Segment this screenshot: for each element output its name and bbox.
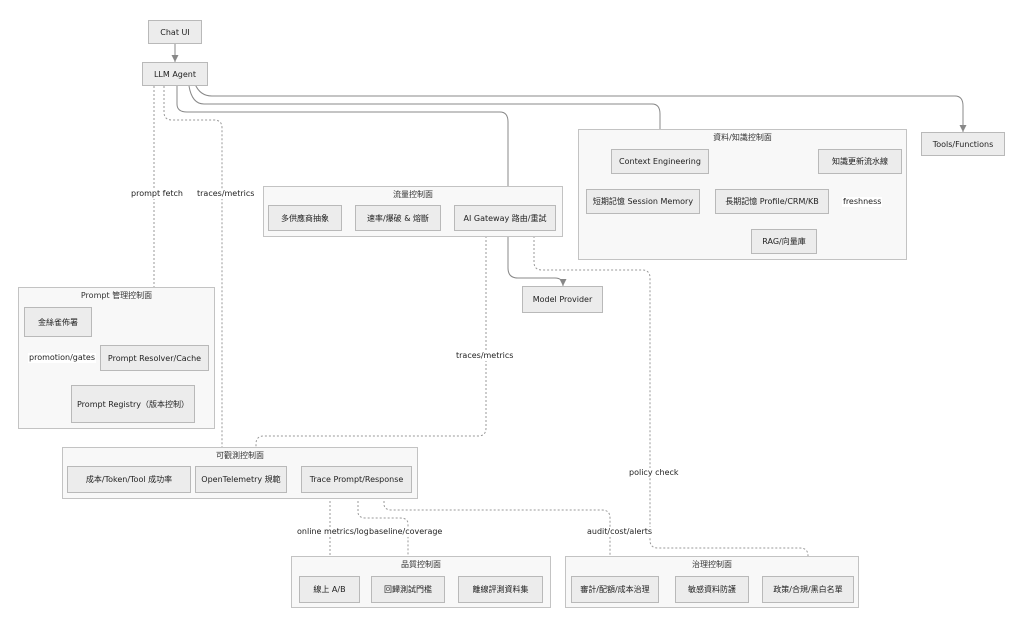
edge-label-traces-metrics: traces/metrics — [196, 189, 256, 199]
node-label: RAG/向量庫 — [762, 237, 806, 246]
node-label: 審計/配額/成本治理 — [580, 585, 650, 594]
node-policy-list[interactable]: 政策/合規/黑白名單 — [762, 576, 854, 603]
node-label: Prompt Registry（版本控制） — [77, 399, 189, 409]
node-label: Tools/Functions — [932, 139, 994, 149]
node-label: 離線評測資料集 — [472, 585, 529, 594]
node-label: 敏感資料防護 — [688, 585, 736, 594]
node-rag[interactable]: RAG/向量庫 — [751, 229, 817, 254]
group-title: 品質控制面 — [401, 560, 441, 569]
node-label: 線上 A/B — [313, 585, 346, 594]
node-label: OpenTelemetry 規範 — [201, 475, 281, 484]
node-chat-ui[interactable]: Chat UI — [148, 20, 202, 44]
node-long-memory[interactable]: 長期記憶 Profile/CRM/KB — [715, 189, 829, 214]
node-cost-metrics[interactable]: 成本/Token/Tool 成功率 — [67, 466, 191, 493]
node-label: 回歸測試門檻 — [384, 585, 432, 594]
edge-agent-otel — [163, 86, 226, 465]
edge-label-freshness: freshness — [842, 197, 883, 207]
edge-label-traces-metrics: traces/metrics — [455, 351, 515, 361]
edge-label-promotion-gates: promotion/gates — [28, 353, 96, 363]
node-label: AI Gateway 路由/重試 — [463, 213, 547, 223]
node-otel[interactable]: OpenTelemetry 規範 — [195, 466, 287, 493]
node-short-memory[interactable]: 短期記憶 Session Memory — [586, 189, 700, 214]
edge-label-prompt-fetch: prompt fetch — [130, 189, 184, 199]
node-label: 長期記憶 Profile/CRM/KB — [725, 197, 819, 206]
edge-label-policy-check: policy check — [628, 468, 680, 478]
group-title: 可觀測控制面 — [216, 451, 264, 460]
edge-agent-tools — [194, 83, 967, 132]
node-label: 成本/Token/Tool 成功率 — [85, 475, 173, 484]
node-label: LLM Agent — [153, 69, 197, 79]
node-tools-functions[interactable]: Tools/Functions — [921, 132, 1005, 156]
node-trace[interactable]: Trace Prompt/Response — [301, 466, 412, 493]
node-knowledge-pipeline[interactable]: 知識更新流水線 — [818, 149, 902, 174]
edge-gateway-otel — [252, 236, 487, 465]
edge-agent-gateway — [176, 86, 512, 205]
node-context-engineering[interactable]: Context Engineering — [611, 149, 709, 174]
edge-label-audit-alerts: audit/cost/alerts — [586, 527, 654, 537]
group-title: 資料/知識控制面 — [713, 133, 772, 142]
edge-trace-audit — [383, 493, 614, 576]
node-label: Context Engineering — [619, 157, 701, 166]
node-sensitive-data[interactable]: 敏感資料防護 — [675, 576, 749, 603]
node-label: Chat UI — [160, 27, 190, 37]
node-ai-gateway[interactable]: AI Gateway 路由/重試 — [454, 205, 556, 231]
node-prompt-resolver[interactable]: Prompt Resolver/Cache — [100, 345, 209, 371]
node-label: 知識更新流水線 — [832, 157, 888, 166]
node-regression-gate[interactable]: 回歸測試門檻 — [371, 576, 445, 603]
node-label: Prompt Resolver/Cache — [107, 353, 202, 363]
node-label: Trace Prompt/Response — [309, 475, 404, 484]
node-label: 速率/爆破 & 熔斷 — [366, 213, 430, 223]
group-title: 治理控制面 — [692, 560, 732, 569]
node-label: 多供應商抽象 — [281, 213, 329, 223]
node-label: 金絲雀佈署 — [38, 317, 78, 327]
node-online-ab[interactable]: 線上 A/B — [299, 576, 360, 603]
node-offline-eval[interactable]: 離線評測資料集 — [458, 576, 543, 603]
edge-gateway-model — [507, 236, 567, 287]
node-llm-agent[interactable]: LLM Agent — [142, 62, 208, 86]
node-label: 短期記憶 Session Memory — [592, 197, 694, 206]
node-rate-limit[interactable]: 速率/爆破 & 熔斷 — [355, 205, 441, 231]
group-title: Prompt 管理控制面 — [80, 291, 153, 300]
group-title: 流量控制面 — [393, 190, 433, 199]
node-label: Model Provider — [532, 295, 593, 304]
node-model-provider[interactable]: Model Provider — [522, 286, 603, 313]
node-label: 政策/合規/黑白名單 — [773, 585, 843, 594]
node-golden-author[interactable]: 金絲雀佈署 — [24, 307, 92, 337]
edge-agent-context — [188, 85, 664, 149]
node-audit-cost[interactable]: 審計/配額/成本治理 — [571, 576, 659, 603]
edge-label-baseline-coverage: baseline/coverage — [368, 527, 444, 537]
edge-trace-regression — [357, 493, 412, 576]
edge-label-online-metrics: online metrics/logs — [296, 527, 374, 537]
node-multi-vendor[interactable]: 多供應商抽象 — [268, 205, 342, 231]
node-prompt-registry[interactable]: Prompt Registry（版本控制） — [71, 385, 195, 423]
